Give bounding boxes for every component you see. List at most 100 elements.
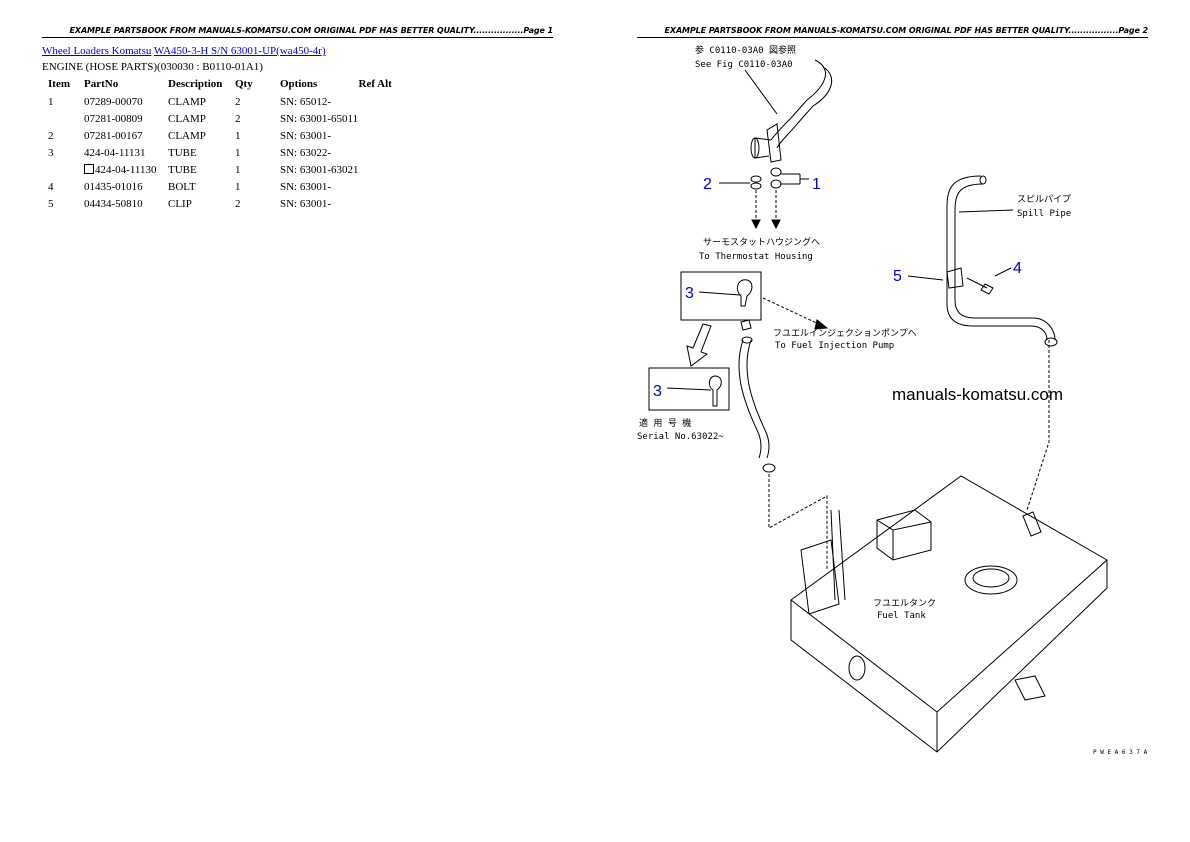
- cell-description: CLIP: [168, 197, 192, 210]
- drawing-code: P W E A 6 3 7 A: [1093, 749, 1148, 756]
- hose-elbow: [754, 137, 772, 159]
- tank-foot: [1014, 675, 1046, 701]
- cell-qty: 2: [235, 95, 241, 108]
- cell-options: SN: 63001-: [280, 197, 332, 210]
- cell-ref-alt: [359, 127, 409, 144]
- col-header-partno: PartNo: [84, 78, 119, 90]
- tank-sender-edge: [876, 519, 932, 560]
- callout-5: 5: [893, 268, 902, 285]
- serial-label-en: Serial No.63022~: [637, 432, 724, 442]
- ref-label-jp: 参 C0110-03A0 図参照: [695, 44, 796, 56]
- cell-partno: 01435-01016: [84, 180, 143, 193]
- fitting-icon: [1044, 337, 1058, 347]
- table-header-row: Item PartNo Description Qty Options Ref …: [42, 76, 409, 93]
- callout-3-alt: 3: [653, 383, 662, 400]
- cell-description: TUBE: [168, 146, 197, 159]
- cell-item: 5: [48, 197, 54, 210]
- col-header-ref-alt: Ref Alt: [358, 78, 392, 90]
- arrow-right-icon: [814, 319, 829, 330]
- cell-description: CLAMP: [168, 129, 206, 142]
- serial-label-jp: 適 用 号 機: [639, 417, 691, 429]
- parts-table: Item PartNo Description Qty Options Ref …: [42, 76, 409, 212]
- tank-bracket: [1022, 511, 1042, 537]
- page-1: EXAMPLE PARTSBOOK FROM MANUALS-KOMATSU.C…: [42, 25, 553, 212]
- cell-options: SN: 63001-: [280, 180, 332, 193]
- detail-box-3: [680, 271, 762, 321]
- hollow-arrow-icon: [686, 323, 712, 367]
- arrow-down-icon: [751, 219, 761, 230]
- cell-qty: 1: [235, 180, 241, 193]
- bolt-head-icon: [980, 283, 994, 295]
- page-header: EXAMPLE PARTSBOOK FROM MANUALS-KOMATSU.C…: [42, 25, 553, 38]
- clamp-1-icon: [770, 167, 782, 177]
- cell-partno: 424-04-11130: [84, 161, 168, 178]
- cell-item: [42, 161, 84, 178]
- leader-line: [994, 267, 1012, 277]
- table-row: 5 04434-50810 CLIP 2 SN: 63001-: [42, 195, 409, 212]
- fuel-cap-icon: [964, 565, 1018, 595]
- cell-description: BOLT: [168, 180, 196, 193]
- leader-line: [698, 291, 741, 296]
- cell-partno: 424-04-11131: [84, 146, 146, 159]
- cell-ref-alt: [359, 161, 409, 178]
- col-header-options: Options: [280, 78, 318, 90]
- breadcrumb-link-model[interactable]: WA450-3-H S/N 63001-UP(wa450-4r): [153, 45, 326, 57]
- table-row: 1 07289-00070 CLAMP 2 SN: 65012-: [42, 93, 409, 110]
- breadcrumb-link-wheel-loaders[interactable]: Wheel Loaders Komatsu: [42, 45, 152, 57]
- cell-qty: 1: [235, 163, 241, 176]
- cell-description: CLAMP: [168, 112, 206, 125]
- clamp-1-lower-icon: [770, 179, 782, 189]
- clip-5-icon: [946, 267, 964, 289]
- tank-label-en: Fuel Tank: [877, 611, 926, 621]
- leader-line: [907, 275, 944, 281]
- callout-3: 3: [685, 285, 694, 302]
- flow-line: [768, 474, 828, 570]
- cell-options: SN: 63001-65011: [280, 112, 359, 125]
- flow-line: [1026, 340, 1050, 511]
- cell-partno-text: 424-04-11130: [95, 163, 157, 176]
- clamp-2-lower-icon: [750, 182, 762, 190]
- hose-end: [750, 137, 760, 159]
- breadcrumb: Wheel Loaders Komatsu WA450-3-H S/N 6300…: [42, 45, 326, 57]
- col-header-description: Description: [168, 78, 223, 90]
- fitting-icon: [762, 463, 776, 473]
- table-row: 07281-00809 CLAMP 2 SN: 63001-65011: [42, 110, 409, 127]
- cell-item: 2: [48, 129, 54, 142]
- fuel-cap-inner-icon: [972, 568, 1010, 588]
- table-row: 3 424-04-11131 TUBE 1 SN: 63022-: [42, 144, 409, 161]
- clamp-2-icon: [750, 175, 762, 183]
- flow-line: [762, 297, 824, 327]
- tube-clip-icon: [736, 279, 753, 307]
- cell-options: SN: 63022-: [280, 146, 332, 159]
- detail-box-3-alt: [648, 367, 730, 411]
- cell-options: SN: 63001-: [280, 129, 332, 142]
- hose-upper: [770, 59, 826, 141]
- leader-line: [958, 209, 1014, 213]
- arrow-down-icon: [771, 219, 781, 230]
- cell-qty: 2: [235, 112, 241, 125]
- cell-ref-alt: [359, 144, 409, 161]
- cell-options: SN: 65012-: [280, 95, 332, 108]
- cell-item: 4: [48, 180, 54, 193]
- cell-options: SN: 63001-63021: [280, 163, 359, 176]
- tube-clip-alt-icon: [708, 375, 722, 407]
- tube-3: [738, 339, 762, 459]
- spill-pipe-outline: [954, 183, 1056, 341]
- cell-qty: 1: [235, 146, 241, 159]
- cell-qty: 1: [235, 129, 241, 142]
- tank-fuel-lines: [830, 509, 846, 601]
- tank-mount-plate: [800, 539, 840, 615]
- hose-joint: [766, 123, 782, 163]
- cell-ref-alt: [359, 195, 409, 212]
- thermo-label-en: To Thermostat Housing: [699, 252, 813, 262]
- drain-port-icon: [848, 655, 866, 681]
- tube-end: [741, 336, 753, 344]
- cell-item: 1: [48, 95, 54, 108]
- fuel-tank-edge: [790, 559, 1108, 713]
- pipe-end: [979, 175, 987, 185]
- cell-ref-alt: [359, 178, 409, 195]
- callout-4: 4: [1013, 260, 1022, 277]
- thermo-label-jp: サーモスタットハウジングへ: [703, 236, 820, 248]
- tank-sender-box: [876, 509, 932, 561]
- cell-description: CLAMP: [168, 95, 206, 108]
